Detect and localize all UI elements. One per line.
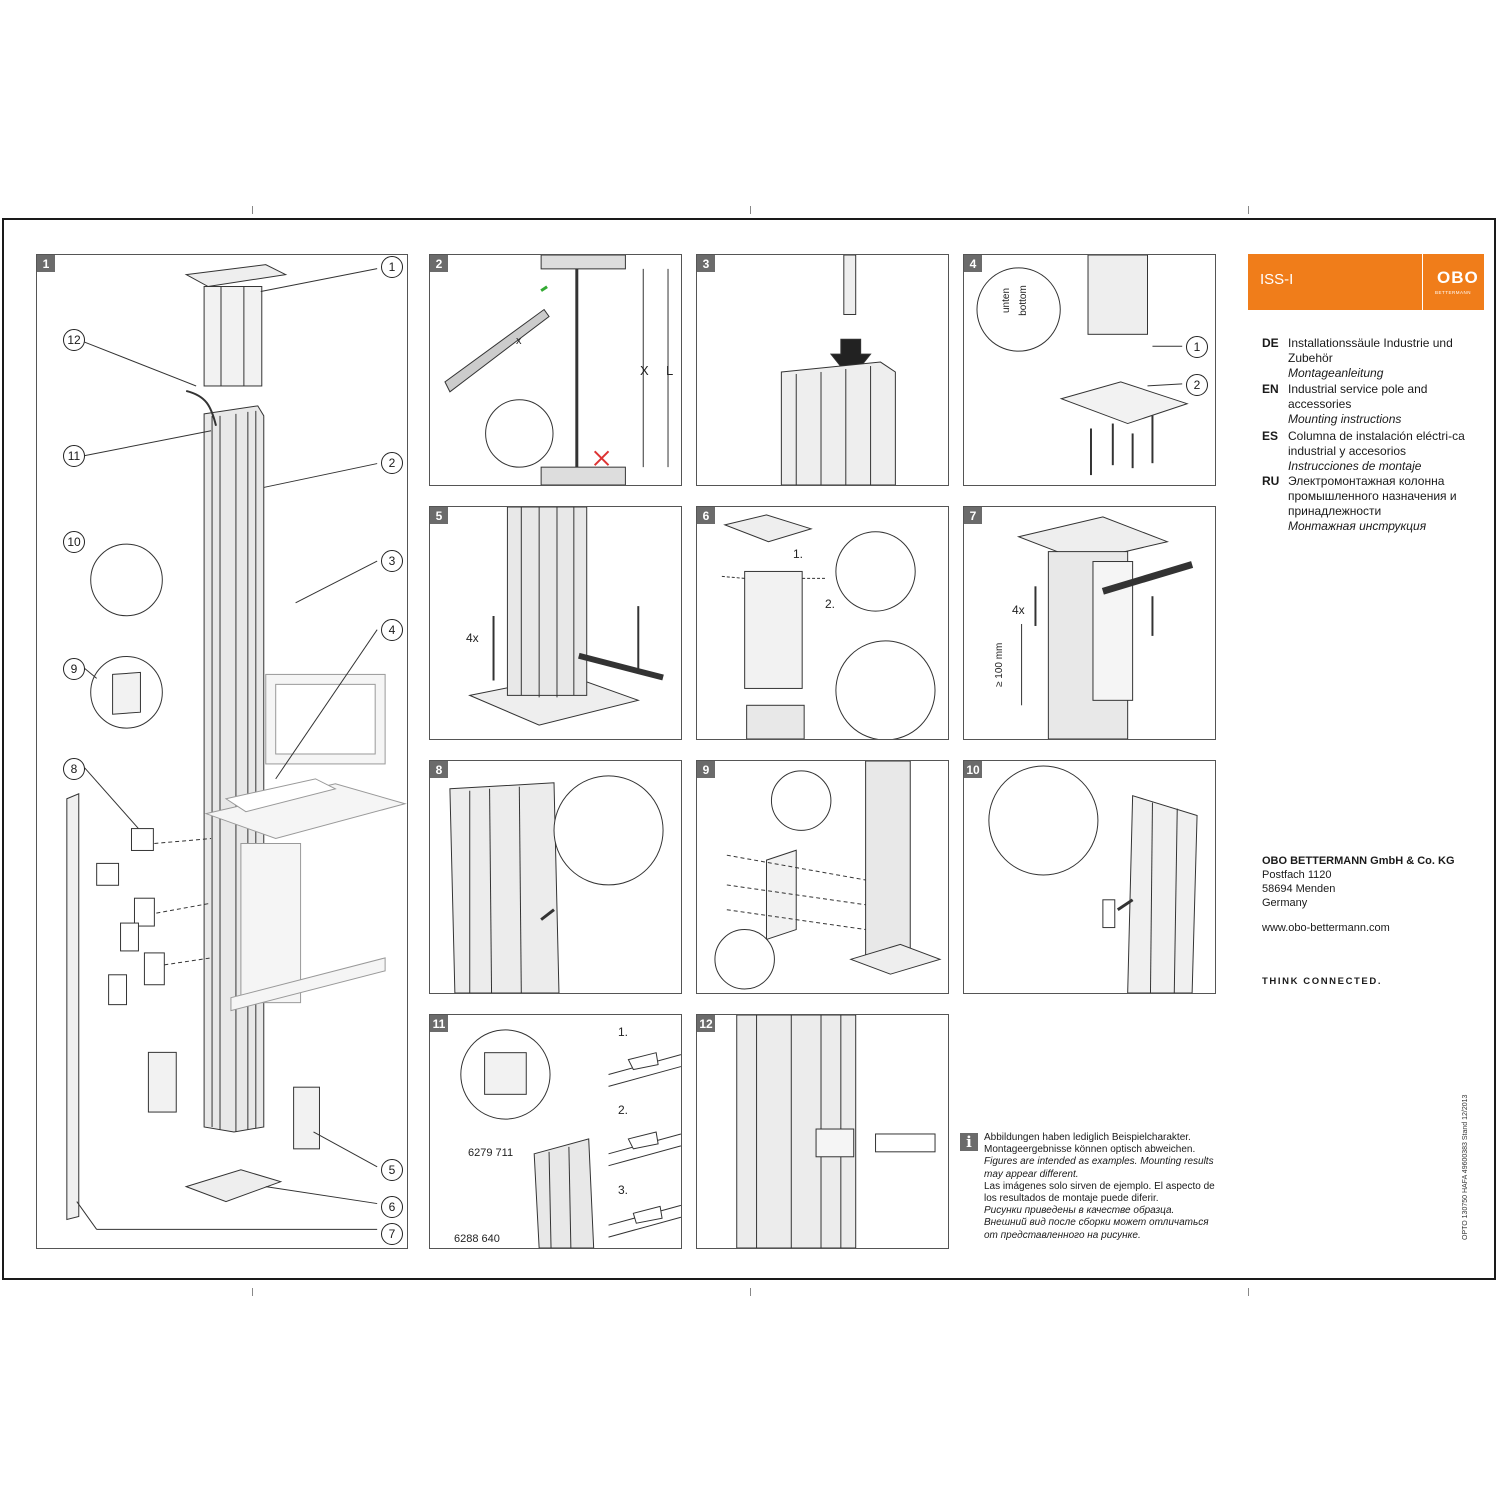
panel-number: 2 [430,255,448,272]
crop-mark [1248,1288,1249,1296]
panel-10: 10 [963,760,1216,994]
floor-fixing-illustration [468,507,664,726]
panel-number: 4 [964,255,982,272]
brand-bar: ISS-I OBO BETTERMANN [1248,254,1484,310]
callout-3: 3 [381,550,403,572]
label-min-distance: ≥ 100 mm [994,642,1005,687]
document-reference: OPTO 130750 HAFA 49600383 Stand 12/2013 [1462,1094,1469,1240]
panel-8: 8 [429,760,682,994]
label-4x: 4x [1012,603,1025,617]
part-number-b: 6288 640 [454,1233,500,1245]
bracket-screwing-illustration [714,761,942,990]
panel-3: 3 [696,254,949,486]
cable-insertion-illustration [780,255,896,485]
base-plate-mounting-illustration [976,255,1189,476]
product-title: ISS-I [1260,271,1294,288]
label-unten: unten [1001,287,1013,314]
panel-number: 11 [430,1015,448,1032]
step-1: 1. [793,547,804,561]
panel-12: 12 [696,1014,949,1249]
callout-12: 12 [63,329,85,351]
panel-number: 1 [37,255,55,272]
callout-9: 9 [63,658,85,680]
panel-number: 10 [964,761,982,778]
slogan: THINK CONNECTED. [1262,976,1383,987]
panel-number: 9 [697,761,715,778]
step-1: 1. [618,1025,629,1039]
panel-number: 3 [697,255,715,272]
panel-11: 11 6279 711 6288 640 1. 2. 3. [429,1014,682,1249]
panel-7: 7 4x ≥ 100 mm [963,506,1216,740]
callout-1: 1 [381,256,403,278]
obo-logo: OBO BETTERMANN [1422,254,1484,310]
callout-2: 2 [381,452,403,474]
crop-mark [750,1288,751,1296]
panel-number: 7 [964,507,982,524]
callout-2: 2 [1186,374,1208,396]
cover-clip-illustration [988,765,1198,993]
crop-mark [252,206,253,214]
callout-8: 8 [63,758,85,780]
panel-5: 5 4x [429,506,682,740]
callout-10: 10 [63,531,85,553]
panel-number: 6 [697,507,715,524]
step-3: 3. [618,1183,629,1197]
info-icon: i [960,1133,978,1151]
panel-2: 2 x X L [429,254,682,486]
label-4x: 4x [466,631,479,645]
panel-1: 1 [36,254,408,1249]
step-2: 2. [618,1103,629,1117]
crop-mark [1248,206,1249,214]
exploded-pole-illustration [66,264,407,1230]
panel-number: 12 [697,1015,715,1032]
website-link[interactable]: www.obo-bettermann.com [1262,922,1390,934]
clip-insertion-illustration [449,775,664,993]
label-bottom: bottom [1017,285,1029,316]
callout-7: 7 [381,1223,403,1245]
step-2: 2. [825,597,836,611]
callout-6: 6 [381,1196,403,1218]
label-X: X [640,363,649,378]
crop-mark [750,206,751,214]
panel-number: 8 [430,761,448,778]
label-x: x [516,335,522,347]
callout-5: 5 [381,1159,403,1181]
cable-gland-illustration [736,1015,936,1248]
accessory-profile-illustration [460,1029,681,1248]
panel-4: 4 unten bottom 1 2 [963,254,1216,486]
panel-9: 9 [696,760,949,994]
panel-6: 6 1. 2. [696,506,949,740]
part-number-a: 6279 711 [468,1147,514,1159]
panel-number: 5 [430,507,448,524]
cutting-illustration [444,255,669,485]
ceiling-bracket-illustration [721,514,936,739]
disclaimer-note: Abbildungen haben lediglich Beispielchar… [984,1132,1215,1241]
label-L: L [666,363,674,378]
company-address: OBO BETTERMANN GmbH & Co. KG Postfach 11… [1262,855,1455,909]
callout-1: 1 [1186,336,1208,358]
callout-4: 4 [381,619,403,641]
ceiling-fixing-illustration [1016,516,1194,739]
crop-mark [252,1288,253,1296]
callout-11: 11 [63,445,85,467]
